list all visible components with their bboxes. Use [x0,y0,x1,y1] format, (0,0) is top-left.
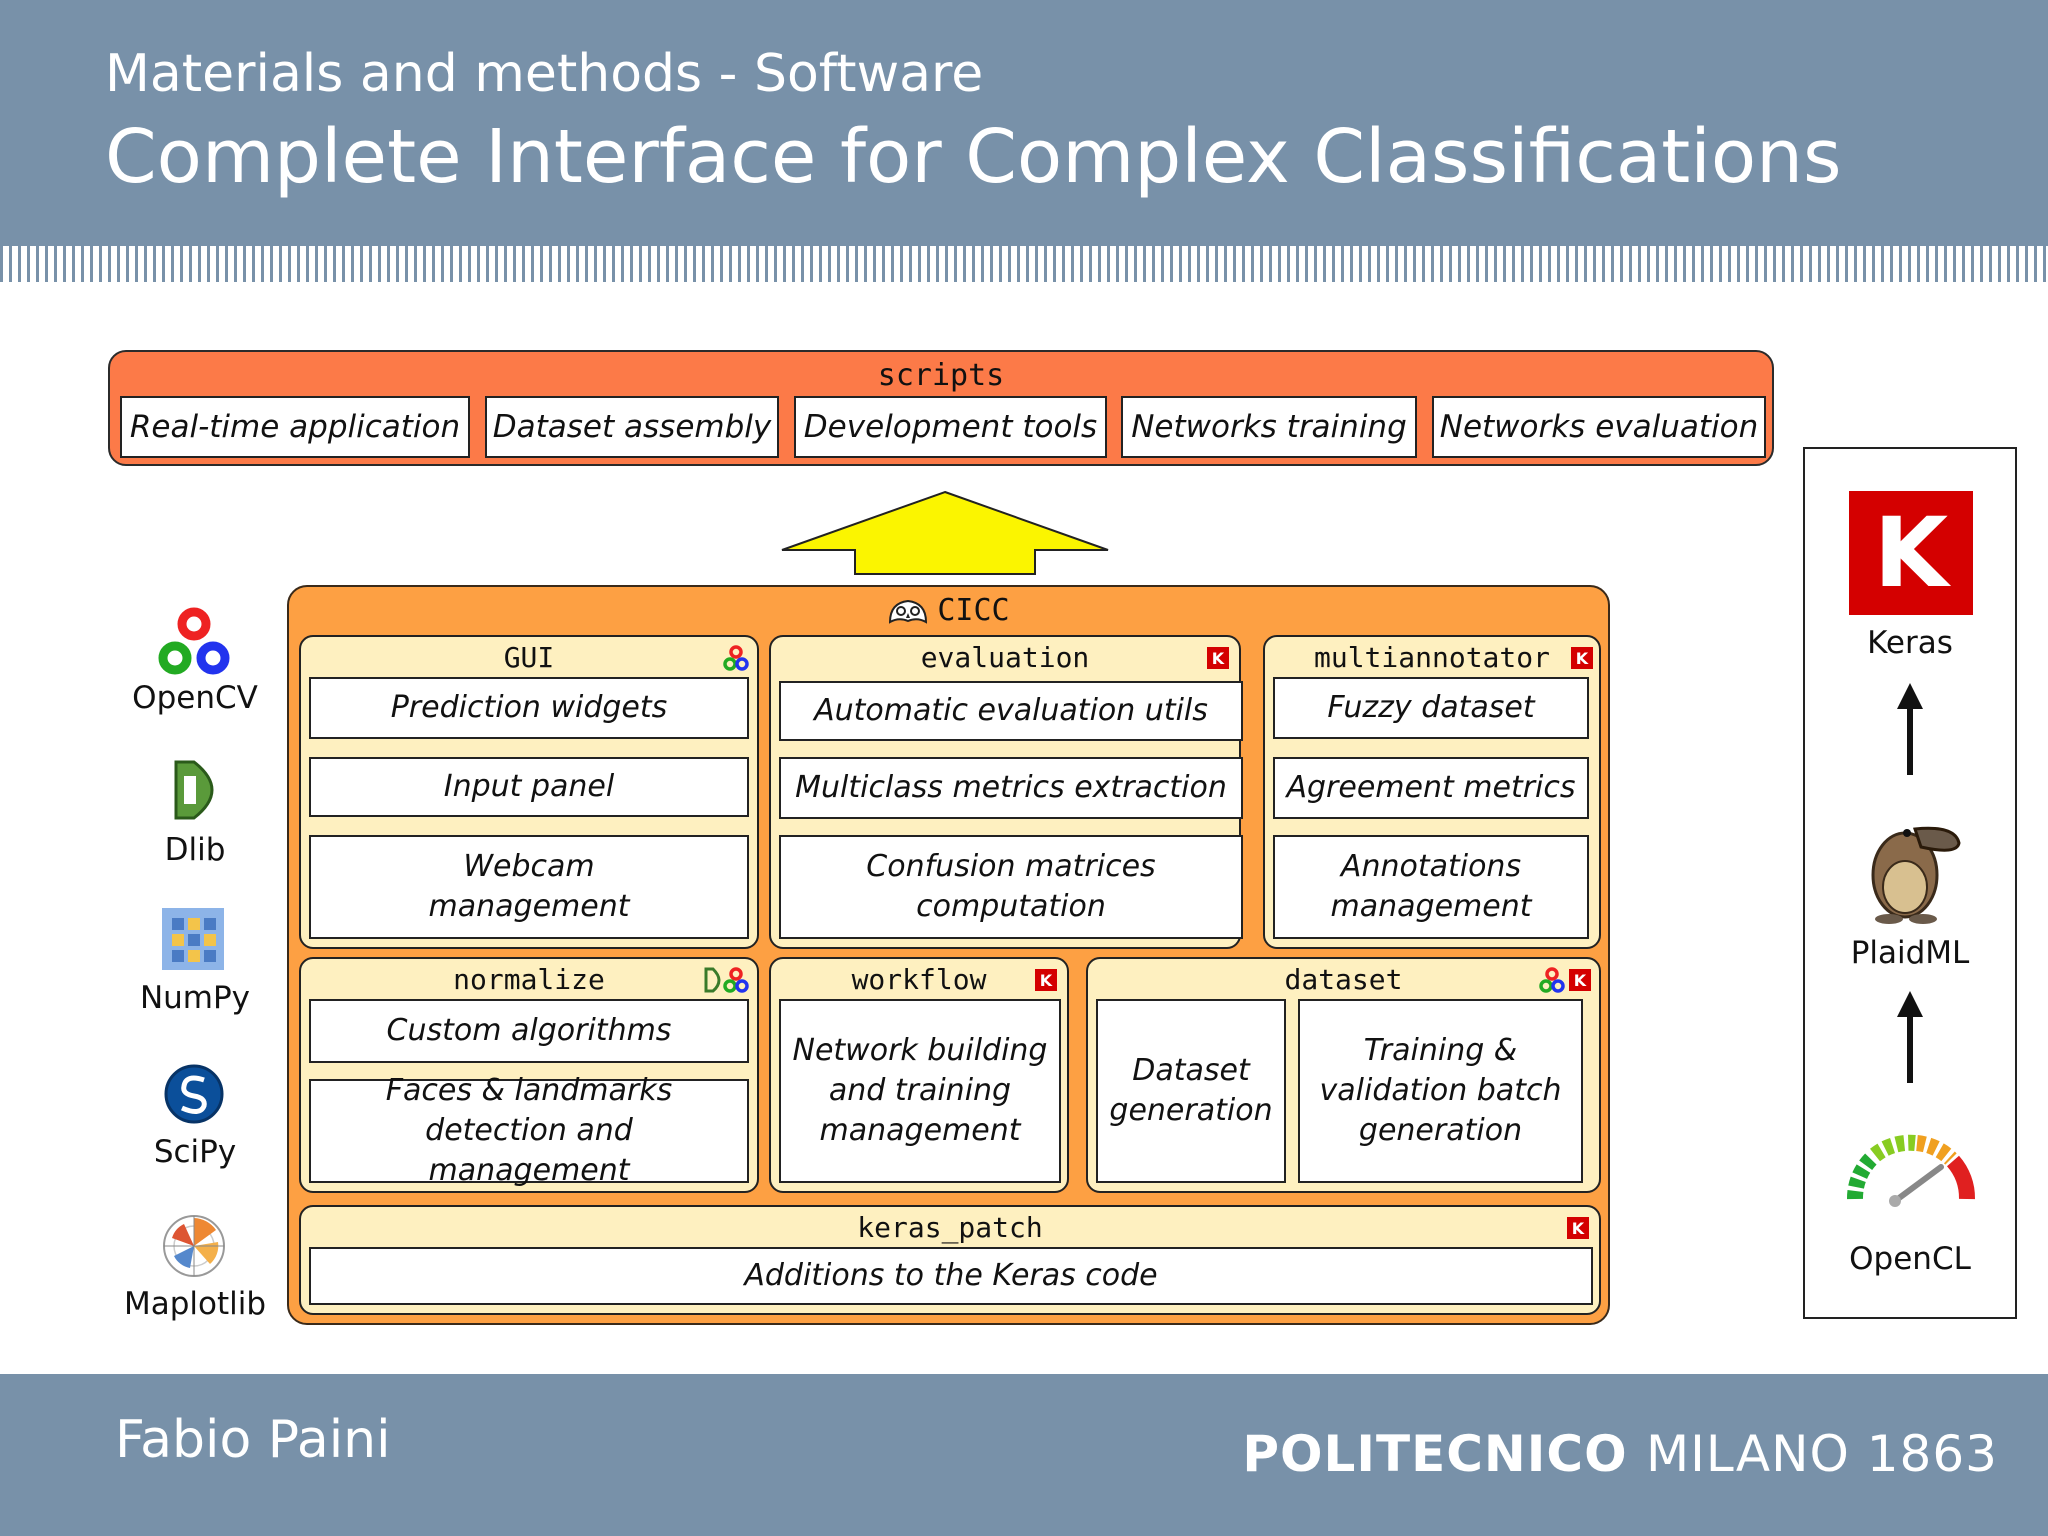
module-multiannotator: multiannotator K Fuzzy dataset Agreement… [1263,635,1601,949]
footer-bar [0,1374,2048,1536]
dataset-batch-generation: Training & validation batch generation [1298,999,1583,1183]
scripts-layer: scripts Real-time application Dataset as… [108,350,1774,466]
multiannotator-agreement-metrics: Agreement metrics [1273,757,1589,819]
dataset-generation: Dataset generation [1096,999,1286,1183]
module-normalize: normalize Custom algorithms Faces & land… [299,957,759,1193]
module-dataset: dataset K Dataset generation Training & … [1086,957,1601,1193]
script-networks-training: Networks training [1121,396,1417,458]
script-dataset-assembly: Dataset assembly [485,396,779,458]
evaluation-multiclass-metrics: Multiclass metrics extraction [779,757,1243,819]
library-opencv-label: OpenCV [132,680,258,716]
module-multiannotator-label: multiannotator [1313,641,1550,674]
cicc-header: CICC [289,593,1608,628]
institution-bold: POLITECNICO [1242,1425,1628,1483]
backend-opencl-label: OpenCL [1849,1241,1971,1277]
backend-plaidml-label: PlaidML [1850,935,1970,971]
keras-badge-icon: K [1207,647,1229,669]
module-evaluation-label: evaluation [920,641,1090,674]
module-gui-label: GUI [503,641,555,674]
slide-title: Complete Interface for Complex Classific… [105,114,1842,200]
dlib-badge-icon [704,967,721,993]
library-numpy-label: NumPy [139,980,251,1016]
library-scipy-label: SciPy [153,1134,237,1170]
header-bar: Materials and methods - Software Complet… [0,0,2048,246]
opencv-badge-icon [723,645,749,671]
module-keras-patch: keras_patch K Additions to the Keras cod… [299,1205,1601,1315]
module-workflow-label: workflow [851,963,987,996]
scripts-label: scripts [877,358,1005,393]
gui-prediction-widgets: Prediction widgets [309,677,749,739]
keras-badge-icon: K [1569,969,1591,991]
opencv-badge-icon [1539,967,1565,993]
institution-name: POLITECNICO MILANO 1863 [1242,1425,1998,1483]
cicc-label: CICC [937,593,1010,628]
keras-badge-icon: K [1035,969,1057,991]
backend-panel: K Keras PlaidML OpenCL [1803,447,2017,1319]
header-tick-strip [0,246,2048,282]
dlib-icon [174,760,214,820]
multiannotator-annotations-management: Annotations management [1273,835,1589,939]
arrow-up-icon [1897,991,1923,1083]
module-normalize-label: normalize [453,963,605,996]
keras-badge-icon: K [1571,647,1593,669]
gui-webcam-management: Webcam management [309,835,749,939]
keras-logo-icon: K [1849,491,1973,615]
opencl-gauge-icon [1847,1134,1975,1207]
module-dataset-label: dataset [1284,963,1403,996]
normalize-custom-algorithms: Custom algorithms [309,999,749,1063]
opencv-badge-icon [723,967,749,993]
module-gui: GUI Prediction widgets Input panel Webca… [299,635,759,949]
cicc-container: CICC GUI Prediction widgets Input panel … [287,585,1610,1325]
arrow-up-icon [1897,683,1923,775]
keras-badge-icon: K [1567,1217,1589,1239]
module-keras-patch-label: keras_patch [857,1211,1043,1244]
library-dlib-label: Dlib [164,832,226,868]
slide-subtitle: Materials and methods - Software [105,44,984,104]
workflow-network-building: Network building and training management [779,999,1061,1183]
script-development-tools: Development tools [794,396,1107,458]
backend-keras-label: Keras [1867,625,1953,661]
opencv-icon [158,607,230,675]
normalize-faces-landmarks: Faces & landmarks detection and manageme… [309,1073,749,1188]
module-workflow: workflow K Network building and training… [769,957,1069,1193]
module-evaluation: evaluation K Automatic evaluation utils … [769,635,1243,949]
owl-icon [889,599,928,624]
library-matplotlib-label: Maplotlib [123,1286,267,1322]
keras-patch-additions: Additions to the Keras code [309,1247,1593,1305]
matplotlib-icon [163,1215,225,1277]
script-real-time-application: Real-time application [120,396,470,458]
evaluation-confusion-matrices: Confusion matrices computation [779,835,1243,939]
author-name: Fabio Paini [115,1410,391,1470]
numpy-icon [162,908,224,970]
evaluation-automatic-utils: Automatic evaluation utils [779,681,1243,741]
script-networks-evaluation: Networks evaluation [1432,396,1766,458]
platypus-icon [1871,826,1961,924]
scipy-icon [164,1064,224,1124]
institution-rest: MILANO 1863 [1646,1425,1998,1483]
up-arrow [781,490,1109,575]
gui-input-panel: Input panel [309,757,749,817]
multiannotator-fuzzy-dataset: Fuzzy dataset [1273,677,1589,739]
